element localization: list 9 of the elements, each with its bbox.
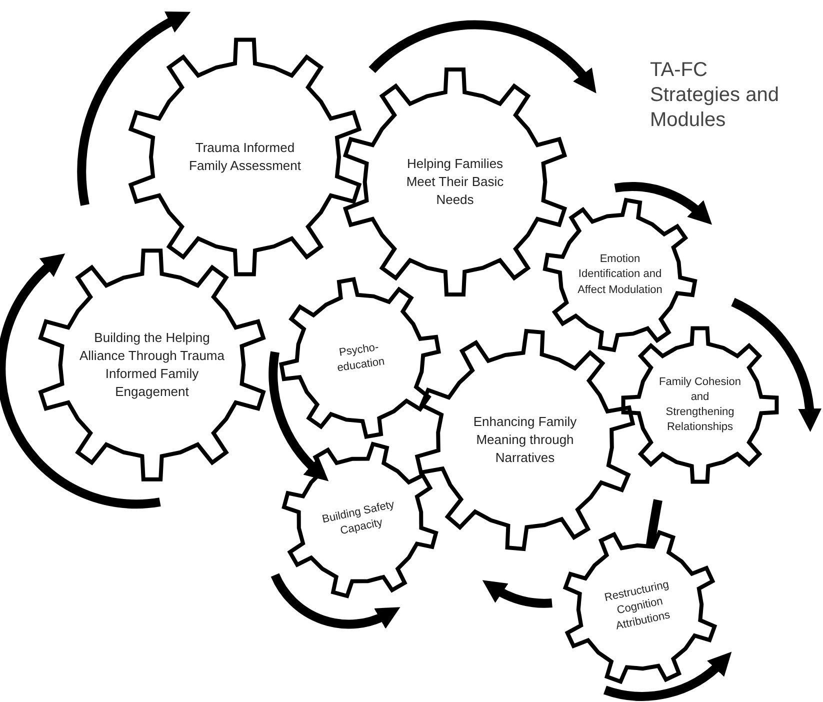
gear-label: Emotion Identification and Affect Modulation	[577, 252, 663, 298]
gear-label: Psycho-education	[336, 340, 386, 376]
gear-label: Helping Families Meet Their Basic Needs	[405, 155, 505, 209]
gear-label: Trauma Informed Family Assessment	[188, 139, 302, 175]
gear-label: Enhancing Family Meaning through Narratives	[472, 413, 578, 467]
diagram-title: TA-FC Strategies and Modules	[650, 58, 780, 133]
gear-label: Building the Helping Alliance Through Trauma Informed Family Engagement	[78, 329, 226, 401]
gear-label: Building Safety Capacity	[320, 498, 396, 540]
gear-label: Family Cohesion and Strengthening Relationships	[658, 374, 742, 436]
